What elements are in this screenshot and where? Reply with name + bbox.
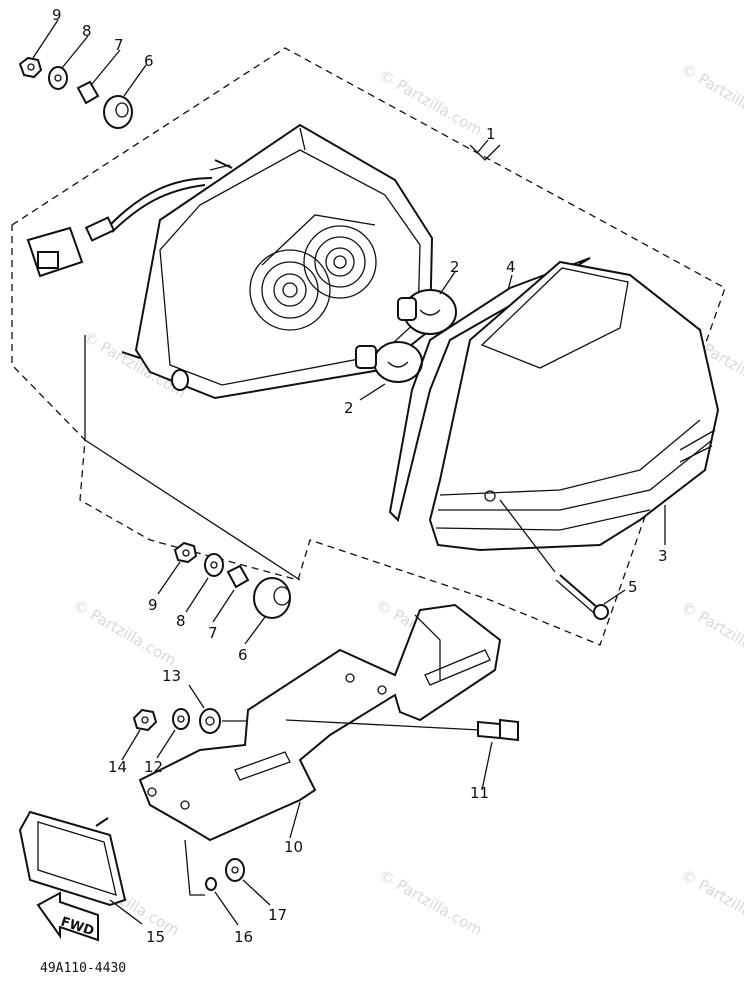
- diagram-code: 49A110-4430: [40, 961, 126, 976]
- callout-17: 17: [268, 906, 287, 924]
- callout-7: 7: [208, 624, 218, 642]
- callout-6: 6: [238, 646, 248, 664]
- callout-11: 11: [470, 784, 489, 802]
- lens-assembly: [388, 257, 720, 552]
- callout-2: 2: [344, 399, 354, 417]
- reflector: [18, 810, 143, 925]
- lock-washer-icon: [172, 708, 190, 730]
- screw: [499, 499, 626, 620]
- callout-1: 1: [486, 125, 496, 143]
- nut-icon: [132, 708, 158, 732]
- bulb-icon: [373, 341, 423, 383]
- nut-icon: [225, 858, 245, 882]
- callout-8: 8: [176, 612, 186, 630]
- callout-10: 10: [284, 838, 303, 856]
- watermark: © Partzilla.com: [678, 598, 744, 671]
- top-hardware: [18, 19, 147, 129]
- callout-16: 16: [234, 928, 253, 946]
- grommet-icon: [253, 577, 291, 619]
- callout-6: 6: [144, 52, 154, 70]
- callout-13: 13: [162, 667, 181, 685]
- washer-icon: [199, 708, 221, 734]
- callout-7: 7: [114, 36, 124, 54]
- nut-icon: [173, 541, 198, 564]
- washer-icon: [204, 553, 224, 577]
- callout-3: 3: [658, 547, 668, 565]
- washer-icon: [48, 66, 68, 90]
- watermark: © Partzilla.com: [376, 66, 485, 139]
- callout-2: 2: [450, 258, 460, 276]
- license-bracket: [138, 603, 502, 842]
- bulbs: [355, 271, 457, 401]
- lock-washer-icon: [205, 877, 217, 891]
- assembly-boundary: [11, 47, 726, 646]
- bolt: [285, 718, 519, 791]
- callout-9: 9: [52, 6, 62, 24]
- nut-icon: [18, 56, 43, 79]
- watermark: © Partzilla.com: [376, 866, 485, 939]
- wire-connector: [26, 177, 213, 278]
- watermark: © Partzilla.com: [678, 866, 744, 939]
- callout-4: 4: [506, 258, 516, 276]
- collar-icon: [226, 564, 250, 589]
- middle-hardware: [157, 541, 291, 645]
- callout-8: 8: [82, 22, 92, 40]
- callout-12: 12: [144, 758, 163, 776]
- watermark: © Partzilla.com: [70, 596, 179, 669]
- callout-15: 15: [146, 928, 165, 946]
- leader-line: [84, 439, 301, 581]
- watermark: © Partzilla.com: [678, 60, 744, 133]
- collar-icon: [76, 80, 100, 105]
- fwd-arrow: FWD: [36, 891, 99, 942]
- bottom-hardware: [184, 839, 271, 926]
- lower-hardware: [121, 684, 248, 761]
- callouts: 9 8 7 6 1 2 4 2 3 5 9 8 7 6 13 14 12 11 …: [52, 6, 668, 946]
- callout-14: 14: [108, 758, 127, 776]
- callout-9: 9: [148, 596, 158, 614]
- callout-5: 5: [628, 578, 638, 596]
